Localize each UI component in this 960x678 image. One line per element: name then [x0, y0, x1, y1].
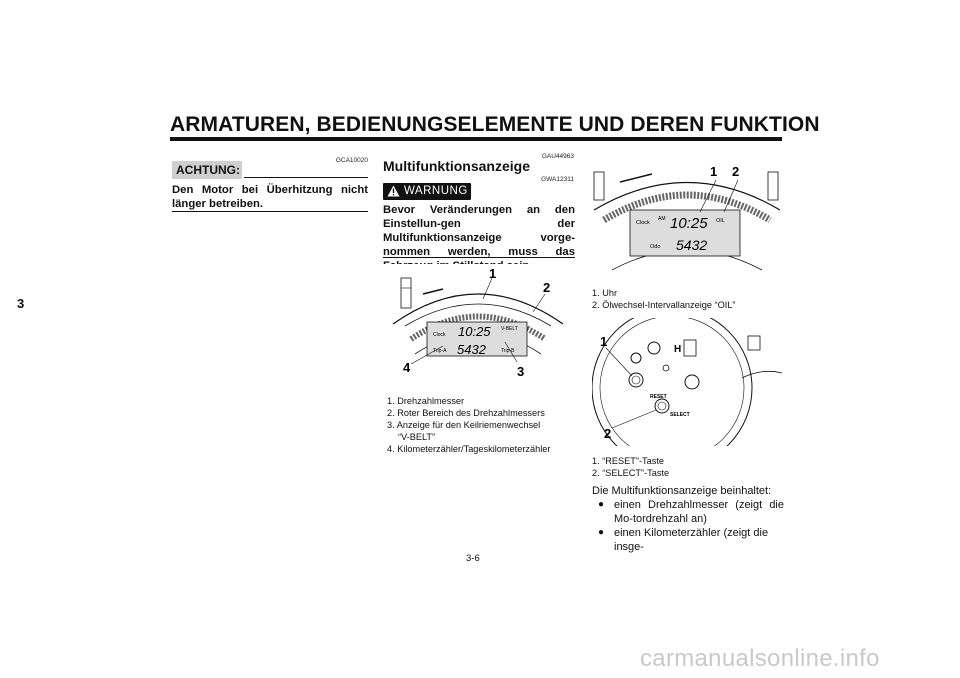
- left-code: GCA10020: [335, 157, 368, 164]
- achtung-label-bg: [172, 161, 242, 179]
- right-captions-1: 1. Uhr 2. Ölwechsel-Intervallanzeige “OI…: [592, 287, 782, 311]
- list-item: einen Drehzahlmesser (zeigt die Mo-tordr…: [592, 498, 784, 526]
- header-rule: [170, 137, 782, 141]
- callout-4: 4: [403, 360, 411, 375]
- list-item: einen Kilometerzähler (zeigt die insge-: [592, 526, 784, 554]
- buttons-figure: H RESET SELECT 1 2: [592, 318, 782, 446]
- caption-item: 2. Ölwechsel-Intervallanzeige “OIL”: [592, 300, 736, 310]
- right-captions-2: 1. “RESET”-Taste 2. “SELECT”-Taste: [592, 455, 782, 479]
- feature-list: einen Drehzahlmesser (zeigt die Mo-tordr…: [592, 498, 784, 554]
- fig3-callout-2: 2: [604, 426, 611, 441]
- fig2-odo-label: Odo: [650, 244, 660, 250]
- warning-text: Bevor Veränderungen an den Einstellun-ge…: [383, 204, 575, 272]
- caption-item: 2. Roter Bereich des Drehzahlmessers: [387, 408, 545, 418]
- instrument-cluster-figure: 10:25 Trip-A 5432 Trip-B Clock V-BELT 1 …: [383, 264, 575, 384]
- achtung-box: ACHTUNG:: [172, 161, 368, 181]
- clock-oil-figure: Clock AM 10:25 OIL Odo 5432 1 2: [592, 160, 782, 282]
- fig3-select-label: SELECT: [670, 412, 690, 418]
- caption-item: 3. Anzeige für den Keilriemenwechsel: [387, 420, 541, 430]
- caption-item: 2. “SELECT”-Taste: [592, 468, 670, 478]
- achtung-rule: [244, 177, 368, 178]
- fig3-callout-1: 1: [600, 334, 607, 349]
- fig2-clock-readout: 10:25: [670, 215, 708, 232]
- figure-clock-label: Clock: [433, 332, 446, 338]
- caption-item: 1. Drehzahlmesser: [387, 396, 465, 406]
- caption-item: 1. “RESET”-Taste: [592, 456, 664, 466]
- fig2-callout-1: 1: [710, 164, 717, 179]
- achtung-label: ACHTUNG:: [176, 163, 240, 177]
- achtung-text: Den Motor bei Überhitzung nicht länger b…: [172, 184, 368, 210]
- figure-tripa-label: Trip-A: [433, 348, 447, 354]
- fig2-am-label: AM: [658, 216, 666, 222]
- middle-code: GAU44963: [541, 153, 574, 160]
- warning-label: WARNUNG: [404, 185, 468, 197]
- fig2-odo-readout: 5432: [676, 237, 707, 253]
- callout-3: 3: [517, 364, 524, 379]
- middle-captions: 1. Drehzahlmesser 2. Roter Bereich des D…: [387, 395, 577, 455]
- achtung-bottom-rule: [172, 211, 368, 212]
- svg-text:H: H: [674, 344, 681, 355]
- watermark: carmanualsonline.info: [640, 645, 880, 672]
- caption-item: 4. Kilometerzähler/Tageskilometerzähler: [387, 444, 551, 454]
- caption-item: “V-BELT”: [398, 432, 436, 442]
- section-heading: Multifunktionsanzeige: [383, 158, 530, 174]
- page-number: 3-6: [466, 553, 480, 564]
- warning-triangle-icon: [387, 185, 400, 197]
- section-tab-bar: [0, 293, 10, 333]
- fig2-callout-2: 2: [732, 164, 739, 179]
- caption-item: 1. Uhr: [592, 288, 618, 298]
- page-header-title: ARMATUREN, BEDIENUNGSELEMENTE UND DEREN …: [170, 113, 820, 136]
- intro-text: Die Multifunktionsanzeige beinhaltet:: [592, 485, 772, 497]
- warning-bottom-rule: [383, 257, 575, 258]
- fig2-oil-label: OIL: [716, 218, 725, 224]
- section-tab-number: 3: [17, 296, 25, 311]
- warning-label-box: WARNUNG: [383, 183, 471, 200]
- figure-odo-readout: 5432: [457, 342, 487, 357]
- figure-tripb-label: Trip-B: [501, 348, 515, 354]
- callout-1: 1: [489, 266, 496, 281]
- warning-code: GWA12311: [541, 176, 574, 183]
- callout-2: 2: [543, 280, 550, 295]
- figure-clock-readout: 10:25: [458, 324, 491, 339]
- figure-vbelt-label: V-BELT: [501, 326, 518, 332]
- fig2-clock-label: Clock: [636, 220, 650, 226]
- fig3-reset-label: RESET: [650, 394, 667, 400]
